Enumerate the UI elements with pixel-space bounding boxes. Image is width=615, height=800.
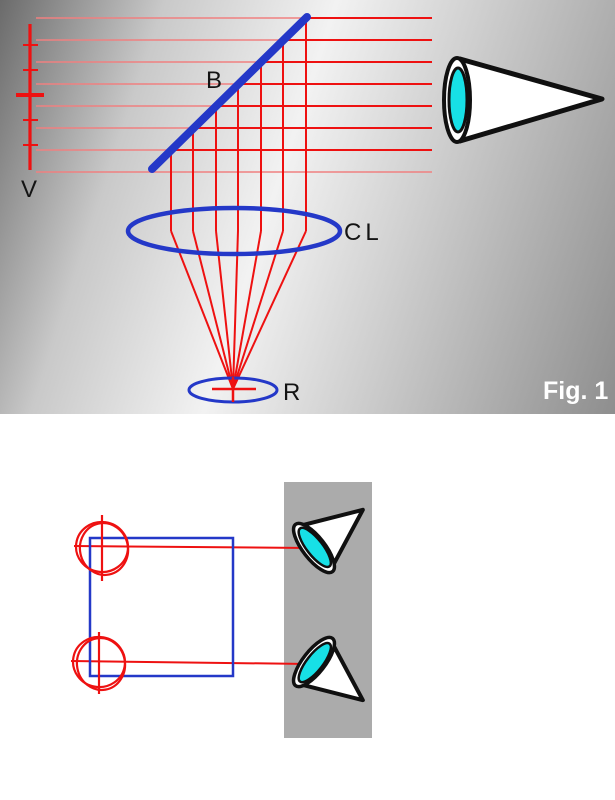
fig1-optical-diagram: V B CL R Fig. 1: [16, 13, 608, 406]
drawn-pupil-bottom: [71, 632, 127, 694]
top-eye-lens: [297, 526, 333, 569]
label-R: R: [283, 379, 300, 406]
reflected-rays: [170, 18, 307, 231]
label-CL: CL: [344, 219, 383, 246]
label-B: B: [206, 67, 222, 94]
figure-1-panel: V B CL R Fig. 1: [0, 0, 615, 414]
figure-2-panel: [0, 440, 615, 800]
sight-lines: [70, 545, 310, 665]
bottom-eye-icon: [291, 635, 365, 703]
label-V: V: [21, 176, 37, 203]
bottom-eye-lens: [297, 641, 333, 684]
fig2-binocular-diagram: [70, 482, 372, 738]
fig1-caption: Fig. 1: [543, 377, 608, 405]
transmitted-rays: [171, 17, 432, 151]
drawn-pupil-top: [74, 515, 130, 581]
condenser-lens: [125, 205, 343, 257]
blue-frame: [88, 536, 235, 678]
top-eye-icon: [291, 507, 365, 575]
focus-cross-icon: [212, 377, 256, 402]
focus-spot-R: [187, 376, 279, 404]
beamsplitter-plate: [148, 13, 311, 173]
eye-lens: [447, 66, 469, 134]
illumination-rays: [36, 17, 432, 173]
observer-eye-icon: [442, 56, 605, 144]
fixation-target-V: [16, 24, 44, 170]
converging-rays: [170, 230, 307, 390]
